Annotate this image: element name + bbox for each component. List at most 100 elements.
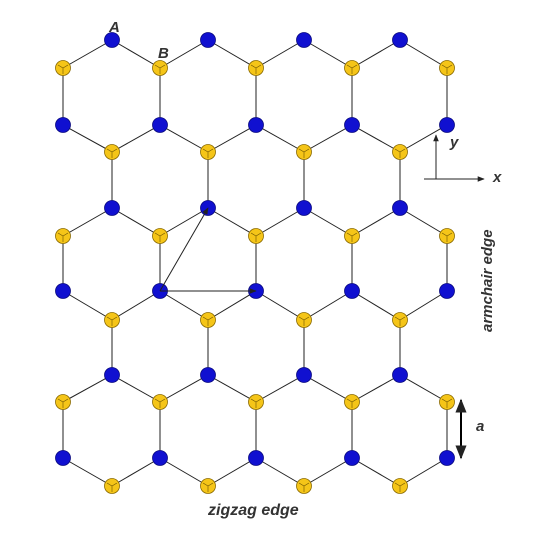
atom-b-mark xyxy=(106,316,118,326)
atom-layer xyxy=(55,32,455,494)
atom-b-mark xyxy=(202,482,214,492)
atom-b-mark xyxy=(346,64,358,74)
atom-a xyxy=(152,450,168,466)
bond xyxy=(111,207,161,237)
axes-indicator xyxy=(424,134,485,182)
atom-a xyxy=(104,367,120,383)
bond xyxy=(303,457,353,487)
atom-a xyxy=(296,200,312,216)
bond xyxy=(111,374,161,403)
zigzag-edge-label: zigzag edge xyxy=(207,502,299,519)
atom-b-mark xyxy=(154,232,166,242)
bond xyxy=(255,374,305,403)
atom-b-mark xyxy=(298,482,310,492)
bond xyxy=(207,457,257,487)
bond xyxy=(159,290,209,321)
atom-b-mark xyxy=(250,64,262,74)
armchair-edge-label: armchair edge xyxy=(479,229,496,332)
atom-a xyxy=(392,367,408,383)
atom-a xyxy=(439,283,455,299)
atom-a xyxy=(248,117,264,133)
bond xyxy=(399,124,448,153)
bond xyxy=(111,457,161,487)
atom-b-mark xyxy=(346,398,358,408)
bond xyxy=(351,39,401,69)
bond xyxy=(62,39,113,69)
bond xyxy=(255,207,305,237)
bond xyxy=(399,457,448,487)
atom-a xyxy=(55,283,71,299)
bond xyxy=(399,374,448,403)
atom-b-mark xyxy=(298,316,310,326)
bond xyxy=(303,39,353,69)
atom-a xyxy=(392,32,408,48)
atom-a xyxy=(152,117,168,133)
bond xyxy=(111,124,161,153)
bond xyxy=(303,290,353,321)
atom-b-mark xyxy=(394,482,406,492)
atom-b-mark xyxy=(441,64,453,74)
bond xyxy=(255,39,305,69)
lattice-vector-a2 xyxy=(159,207,209,292)
atom-b-mark xyxy=(250,232,262,242)
bond xyxy=(111,39,161,69)
atom-b-mark xyxy=(441,398,453,408)
atom-b-mark xyxy=(441,232,453,242)
atom-b-mark xyxy=(57,232,69,242)
bond xyxy=(255,124,305,153)
atom-a xyxy=(200,32,216,48)
atom-a xyxy=(344,450,360,466)
bond xyxy=(399,207,448,237)
bond xyxy=(62,374,113,403)
bond xyxy=(207,374,257,403)
atom-a xyxy=(55,117,71,133)
bond-layer xyxy=(62,39,448,487)
atom-b-mark xyxy=(250,398,262,408)
bond xyxy=(159,207,209,237)
atom-b-mark xyxy=(154,64,166,74)
atom-a xyxy=(344,283,360,299)
bond xyxy=(303,207,353,237)
bond xyxy=(62,290,113,321)
atom-a xyxy=(55,450,71,466)
site-a-label: A xyxy=(108,19,120,36)
bond xyxy=(399,39,448,69)
bond xyxy=(207,290,257,321)
bond xyxy=(207,124,257,153)
bond xyxy=(207,39,257,69)
bond xyxy=(62,207,113,237)
atom-a xyxy=(200,367,216,383)
bond xyxy=(351,457,401,487)
bond xyxy=(351,374,401,403)
bond xyxy=(351,124,401,153)
bond xyxy=(207,207,257,237)
bond xyxy=(159,124,209,153)
atom-a xyxy=(296,367,312,383)
atom-a xyxy=(248,450,264,466)
bond xyxy=(159,39,209,69)
atom-b-mark xyxy=(57,398,69,408)
atom-a xyxy=(296,32,312,48)
bond xyxy=(159,457,209,487)
x-axis-label: x xyxy=(492,169,502,186)
atom-a xyxy=(104,32,120,48)
atom-b-mark xyxy=(298,148,310,158)
bond xyxy=(255,457,305,487)
atom-a xyxy=(104,200,120,216)
atom-b-mark xyxy=(202,148,214,158)
atom-a xyxy=(439,450,455,466)
atom-b-mark xyxy=(394,316,406,326)
bond xyxy=(62,457,113,487)
atom-b-mark xyxy=(346,232,358,242)
atom-b-mark xyxy=(202,316,214,326)
bond xyxy=(351,207,401,237)
bond xyxy=(303,124,353,153)
atom-a xyxy=(439,117,455,133)
lattice-vectors xyxy=(159,207,257,294)
bond xyxy=(399,290,448,321)
y-axis-label: y xyxy=(449,134,459,151)
site-b-label: B xyxy=(158,45,169,62)
atom-a xyxy=(392,200,408,216)
bond xyxy=(351,290,401,321)
bond xyxy=(159,374,209,403)
